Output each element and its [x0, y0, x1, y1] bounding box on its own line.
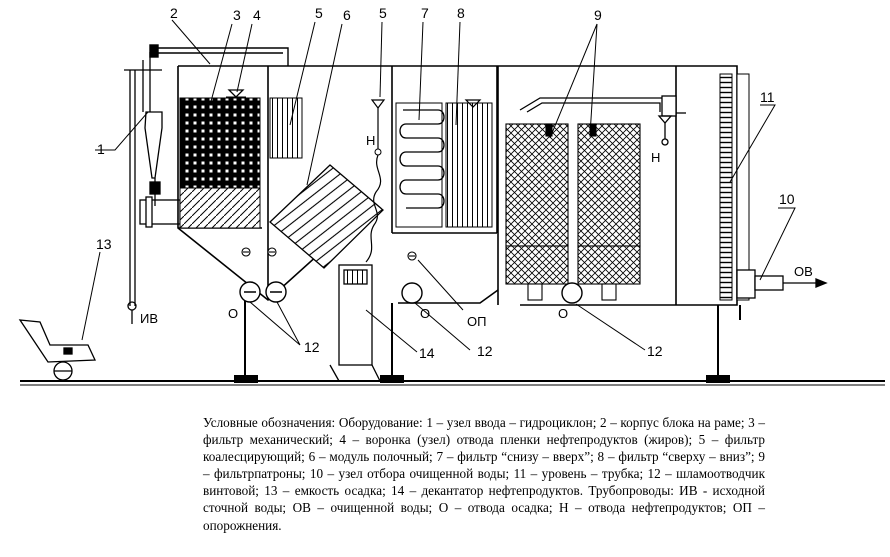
oil-decanter [329, 264, 381, 382]
label-7: 7 [421, 5, 429, 21]
legend: Условные обозначения: Оборудование: 1 – … [203, 414, 765, 534]
label-op: ОП [467, 314, 486, 329]
label-8: 8 [457, 5, 465, 21]
label-14: 14 [419, 345, 435, 361]
treatment-unit-diagram: 1 2 3 4 5 6 5 7 8 9 11 10 13 12 14 12 12… [18, 5, 885, 386]
filter-cartridges [505, 123, 641, 301]
label-4: 4 [253, 7, 261, 23]
legend-text: Условные обозначения: Оборудование: 1 – … [203, 415, 765, 533]
clean-water-outlet [736, 269, 828, 299]
shelf-module [269, 164, 384, 269]
screw-sludge-removers [239, 281, 583, 304]
label-o2: О [420, 306, 430, 321]
label-ov: ОВ [794, 264, 813, 279]
label-11: 11 [760, 89, 775, 105]
mechanical-filter [179, 97, 261, 189]
level-tube [719, 73, 733, 301]
label-13: 13 [96, 236, 112, 252]
downflow-filter [445, 102, 493, 228]
label-h1: Н [366, 133, 375, 148]
drain-valves [241, 247, 417, 261]
label-12c: 12 [647, 343, 663, 359]
oil-funnel [227, 89, 245, 98]
label-o1: О [228, 306, 238, 321]
label-9: 9 [594, 7, 602, 23]
label-iv: ИВ [140, 311, 158, 326]
label-5a: 5 [315, 5, 323, 21]
top-pipe [149, 44, 289, 66]
label-3: 3 [233, 7, 241, 23]
label-5b: 5 [379, 5, 387, 21]
inlet-baffle [179, 187, 261, 229]
leader-lines [81, 19, 796, 353]
label-12b: 12 [477, 343, 493, 359]
label-h2: Н [651, 150, 660, 165]
label-o3: О [558, 306, 568, 321]
label-6: 6 [343, 7, 351, 23]
ground-line [20, 380, 885, 386]
label-10: 10 [779, 191, 795, 207]
cartridge-top-pipe [519, 95, 686, 146]
frame-legs [234, 300, 741, 383]
label-1: 1 [97, 141, 105, 157]
label-12a: 12 [304, 339, 320, 355]
overflow-line [365, 154, 382, 263]
upflow-filter [395, 102, 445, 228]
hydrocyclone [124, 52, 181, 324]
label-2: 2 [170, 5, 178, 21]
sludge-tank [18, 319, 97, 381]
coalescing-filter [269, 97, 303, 159]
